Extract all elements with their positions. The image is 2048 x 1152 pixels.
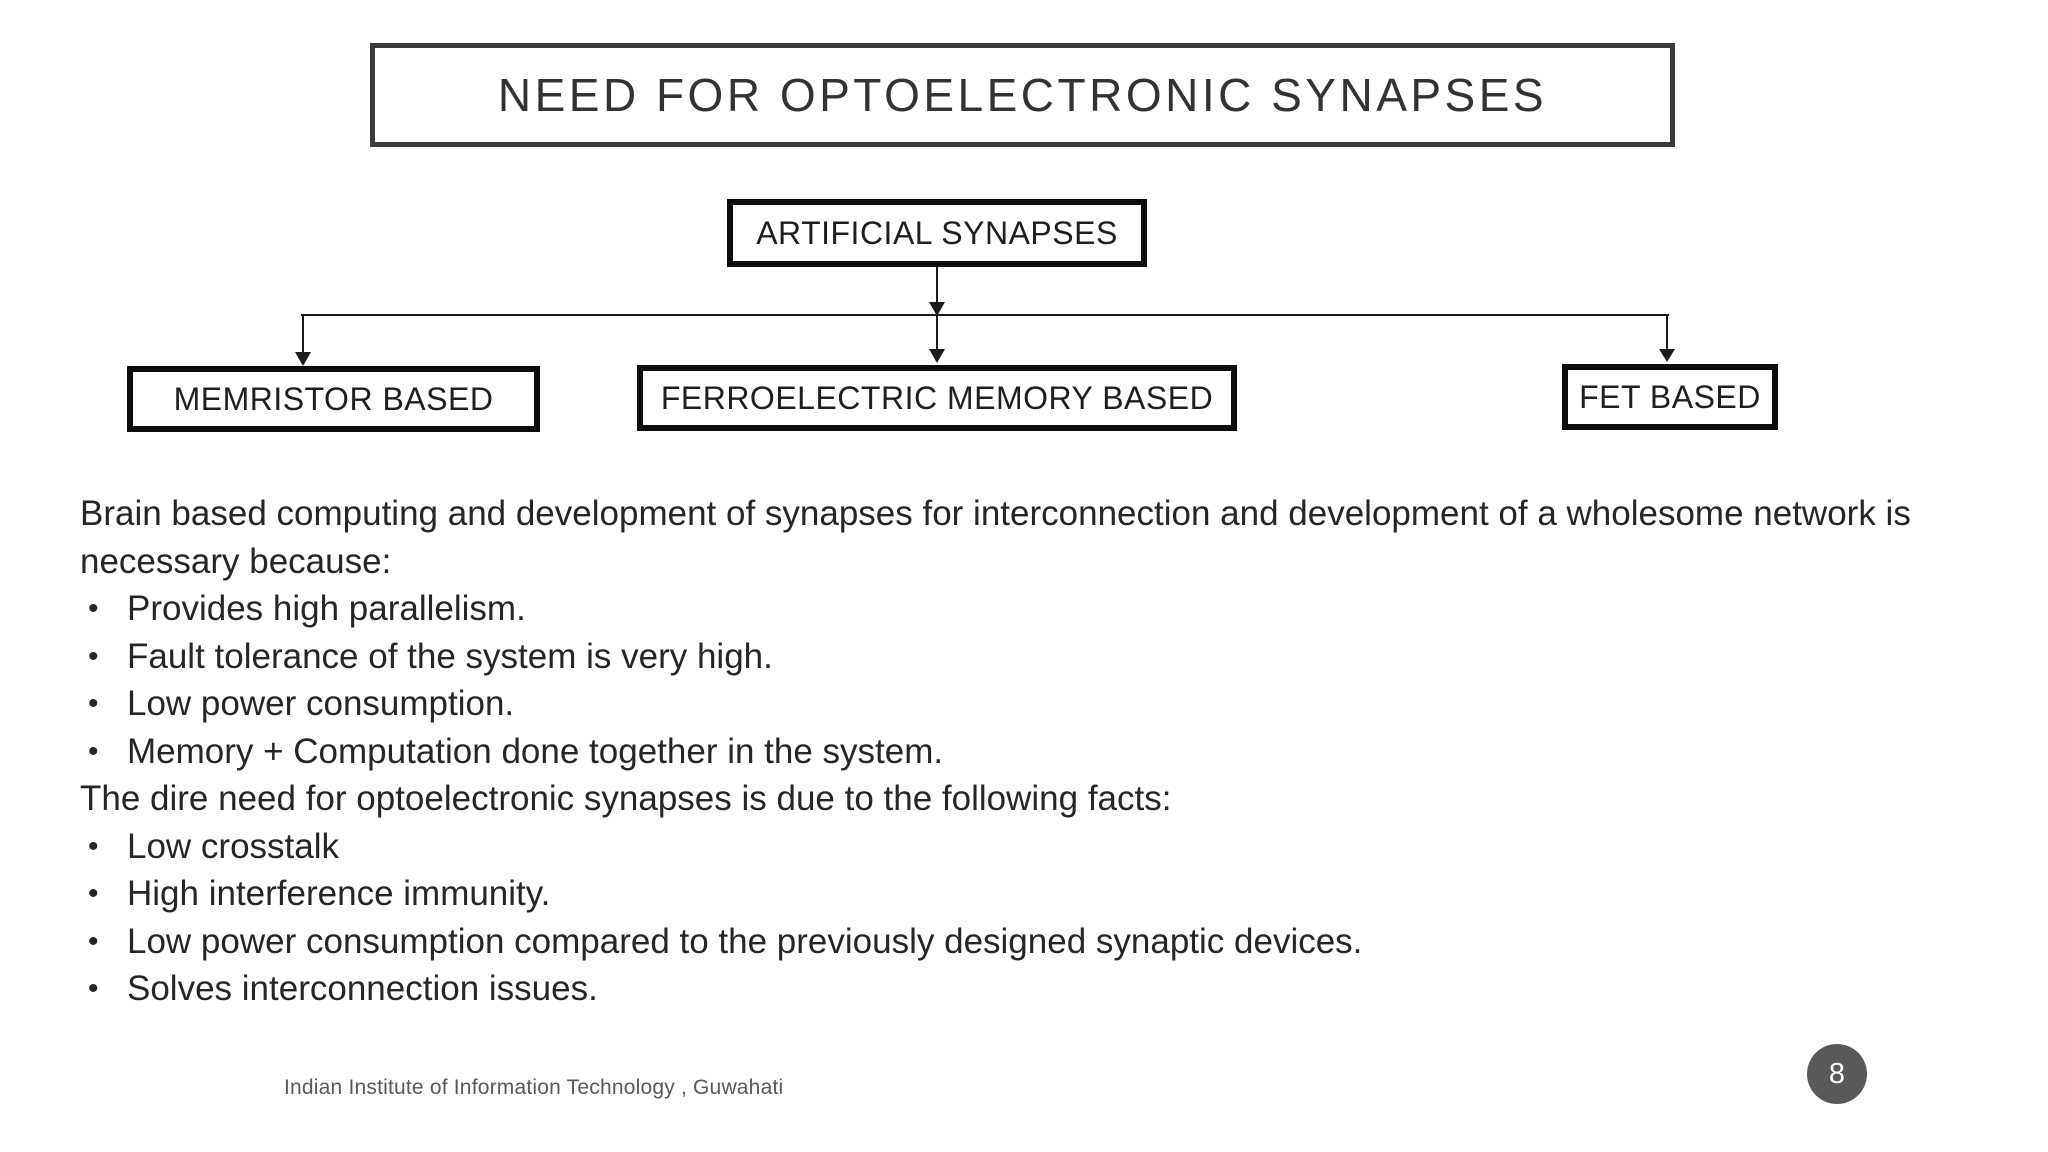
slide-title: NEED FOR OPTOELECTRONIC SYNAPSES	[497, 69, 1548, 121]
mid-paragraph: The dire need for optoelectronic synapse…	[80, 779, 1172, 818]
bullet-item: • High interference immunity.	[80, 870, 1940, 918]
bullet-text: Low crosstalk	[127, 826, 340, 866]
bullet-icon: •	[88, 972, 99, 1005]
bullet-item: • Fault tolerance of the system is very …	[80, 633, 1940, 681]
bullet-item: • Provides high parallelism.	[80, 585, 1940, 633]
page-number-badge: 8	[1807, 1044, 1867, 1104]
bullet-icon: •	[88, 734, 99, 768]
arrowhead-middle-drop	[929, 349, 945, 363]
bullet-icon: •	[88, 687, 99, 720]
bullet-list-brain-computing: • Provides high parallelism. • Fault tol…	[80, 585, 1940, 775]
flowchart-node-artificial-synapses: ARTIFICIAL SYNAPSES	[727, 199, 1147, 267]
bullet-item: • Low crosstalk	[80, 823, 1940, 871]
bullet-icon: •	[88, 829, 99, 863]
bullet-list-optoelectronic-need: • Low crosstalk • High interference immu…	[80, 823, 1940, 1013]
arrowhead-right-drop	[1659, 349, 1675, 362]
flowchart-node-fet-based: FET BASED	[1562, 364, 1778, 430]
node-label: FERROELECTRIC MEMORY BASED	[660, 379, 1214, 416]
bullet-text: Low power consumption compared to the pr…	[127, 921, 1363, 961]
footer-institute-text: Indian Institute of Information Technolo…	[284, 1076, 784, 1099]
bullet-icon: •	[88, 877, 99, 910]
node-label: FET BASED	[1579, 378, 1761, 415]
arrowhead-root-drop	[929, 302, 945, 316]
bullet-text: High interference immunity.	[127, 874, 551, 913]
bullet-item: • Solves interconnection issues.	[80, 965, 1940, 1013]
body-text-block: Brain based computing and development of…	[80, 490, 1940, 1013]
bullet-icon: •	[88, 639, 99, 673]
bullet-text: Low power consumption.	[127, 684, 515, 723]
bullet-text: Solves interconnection issues.	[127, 969, 598, 1008]
bullet-icon: •	[88, 592, 99, 625]
flowchart-node-ferroelectric-memory-based: FERROELECTRIC MEMORY BASED	[637, 365, 1237, 431]
bullet-text: Provides high parallelism.	[127, 589, 526, 628]
slide-title-box: NEED FOR OPTOELECTRONIC SYNAPSES	[370, 43, 1675, 147]
bullet-text: Fault tolerance of the system is very hi…	[127, 636, 773, 676]
node-label: MEMRISTOR BASED	[173, 380, 494, 417]
node-label: ARTIFICIAL SYNAPSES	[756, 214, 1118, 251]
bullet-item: • Low power consumption compared to the …	[80, 918, 1940, 966]
bullet-icon: •	[88, 924, 99, 958]
bullet-item: • Low power consumption.	[80, 680, 1940, 728]
arrowhead-left-drop	[295, 352, 311, 366]
intro-paragraph: Brain based computing and development of…	[80, 494, 1911, 581]
page-number: 8	[1828, 1057, 1846, 1090]
flowchart-node-memristor-based: MEMRISTOR BASED	[127, 366, 540, 432]
bullet-item: • Memory + Computation done together in …	[80, 728, 1940, 776]
bullet-text: Memory + Computation done together in th…	[127, 731, 944, 771]
